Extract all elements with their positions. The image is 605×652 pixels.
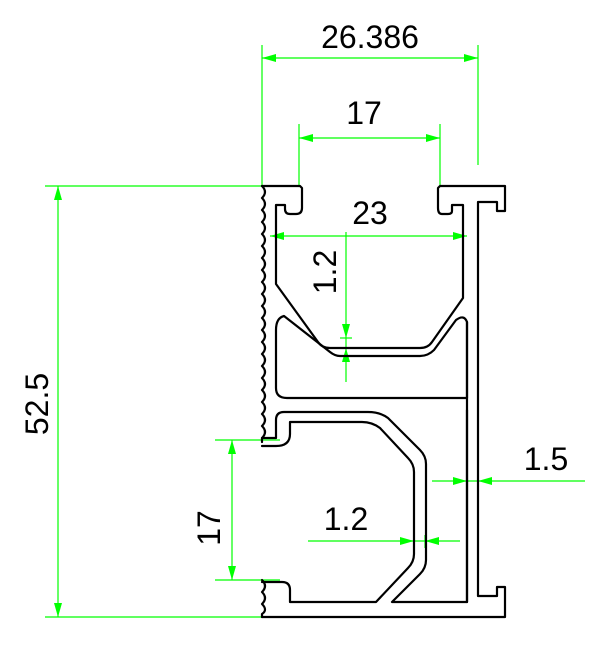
profile-serrated-edge-lower — [260, 578, 267, 619]
profile-upper-chamber — [274, 314, 469, 400]
profile-lower-slot — [260, 420, 416, 604]
dim-lower-slot-text: 17 — [191, 510, 227, 546]
dim-inner-width-text: 23 — [352, 195, 388, 231]
arrow-overall-width-right — [464, 54, 478, 62]
dim-upper-wall-text: 1.2 — [307, 250, 343, 294]
dimension-lines — [45, 45, 585, 618]
arrow-overall-width-left — [262, 54, 276, 62]
arrow-upper-wall-top — [342, 324, 350, 338]
profile-serrated-edge-upper — [260, 184, 267, 444]
arrow-back-wall-right — [478, 477, 492, 485]
dim-height-text: 52.5 — [19, 373, 55, 435]
arrow-lower-wall-left — [400, 537, 414, 545]
dim-top-slot-text: 17 — [346, 95, 382, 131]
arrow-top-slot-right — [426, 134, 440, 142]
arrow-height-top — [54, 186, 62, 200]
arrow-top-slot-left — [299, 134, 313, 142]
profile-outer-outline — [260, 184, 507, 619]
aluminium-profile — [260, 184, 507, 619]
arrow-lower-wall-right — [425, 537, 439, 545]
arrow-height-bottom — [54, 603, 62, 617]
profile-lower-hook — [260, 408, 469, 604]
dim-back-wall-text: 1.5 — [524, 441, 568, 477]
dim-lower-wall-text: 1.2 — [324, 501, 368, 537]
arrow-lower-slot-bottom — [228, 566, 236, 580]
arrow-inner-width-right — [453, 232, 467, 240]
arrow-back-wall-left — [453, 477, 467, 485]
dim-overall-width-text: 26.386 — [321, 19, 419, 55]
arrow-lower-slot-top — [228, 440, 236, 454]
